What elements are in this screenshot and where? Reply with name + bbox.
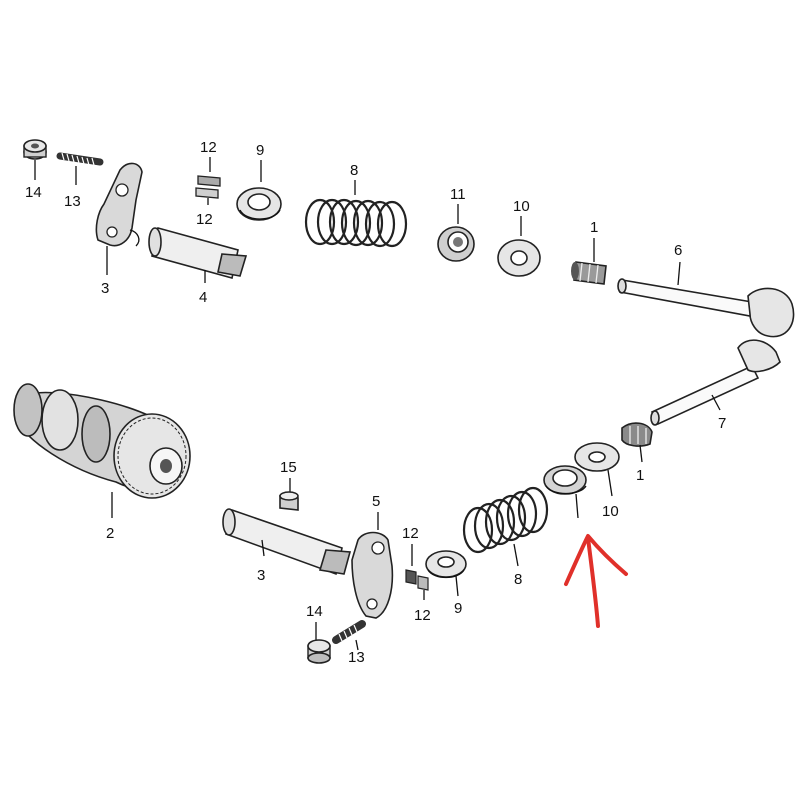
callout-13-top: 13	[64, 193, 81, 210]
part-12-cotter-lower-b	[417, 575, 429, 591]
callout-2: 2	[106, 525, 114, 542]
callout-10-lower: 10	[602, 503, 619, 520]
part-3-rocker-arm-lower	[351, 531, 394, 619]
part-12-cotter-top-b	[195, 187, 219, 199]
red-arrow-annotation	[564, 534, 628, 628]
callout-15: 15	[280, 459, 297, 476]
callout-9-top: 9	[256, 142, 264, 159]
part-12-cotter-top-a	[197, 175, 221, 187]
part-5-rocker-shaft-lower	[222, 508, 352, 576]
callout-5-lower: 3	[257, 567, 265, 584]
callout-4-top: 4	[199, 289, 207, 306]
callout-14-top: 14	[25, 184, 42, 201]
callout-10-top: 10	[513, 198, 530, 215]
part-7-valve-lower	[650, 339, 781, 426]
part-14-nut-top	[23, 139, 47, 160]
part-1-valve-guide-top	[571, 261, 607, 285]
callout-1-top: 1	[590, 219, 598, 236]
callout-6-top: 6	[674, 242, 682, 259]
part-8-valve-spring-lower	[462, 486, 549, 554]
callout-13-lower: 13	[348, 649, 365, 666]
part-13-screw-lower	[332, 620, 366, 644]
part-13-screw-top	[56, 152, 104, 166]
part-11-stem-seal	[437, 226, 475, 262]
part-14-nut-lower	[307, 639, 331, 664]
callout-3-top: 3	[101, 280, 109, 297]
callout-3-lower: 5	[372, 493, 380, 510]
callout-11-top: 11	[450, 186, 466, 203]
callout-12-top-upper: 12	[200, 139, 217, 156]
part-9-retainer-top	[236, 187, 282, 221]
callout-14-lower: 14	[306, 603, 323, 620]
part-4-rocker-shaft-top	[148, 227, 248, 279]
part-11-stem-seal-lower	[543, 465, 587, 495]
part-6-valve-top	[617, 278, 795, 338]
callout-12-top-lower: 12	[196, 211, 213, 228]
callout-9-lower: 9	[454, 600, 462, 617]
callout-8-top: 8	[350, 162, 358, 179]
callout-12-lower-upper: 12	[402, 525, 419, 542]
part-3-rocker-arm-top	[95, 162, 143, 247]
part-12-cotter-lower-a	[405, 569, 417, 585]
part-9-retainer-lower	[425, 550, 467, 579]
part-15-dowel-pin	[279, 491, 299, 511]
part-1-valve-guide-lower	[621, 422, 653, 447]
part-2-camshaft	[13, 383, 191, 499]
callout-1-lower: 1	[636, 467, 644, 484]
callout-7-lower: 7	[718, 415, 726, 432]
part-10-spring-seat-top	[497, 239, 541, 277]
callout-12-lower-lower: 12	[414, 607, 431, 624]
part-10-spring-seat-lower	[574, 442, 620, 472]
part-8-valve-spring-top	[304, 198, 408, 248]
callout-8-lower: 8	[514, 571, 522, 588]
